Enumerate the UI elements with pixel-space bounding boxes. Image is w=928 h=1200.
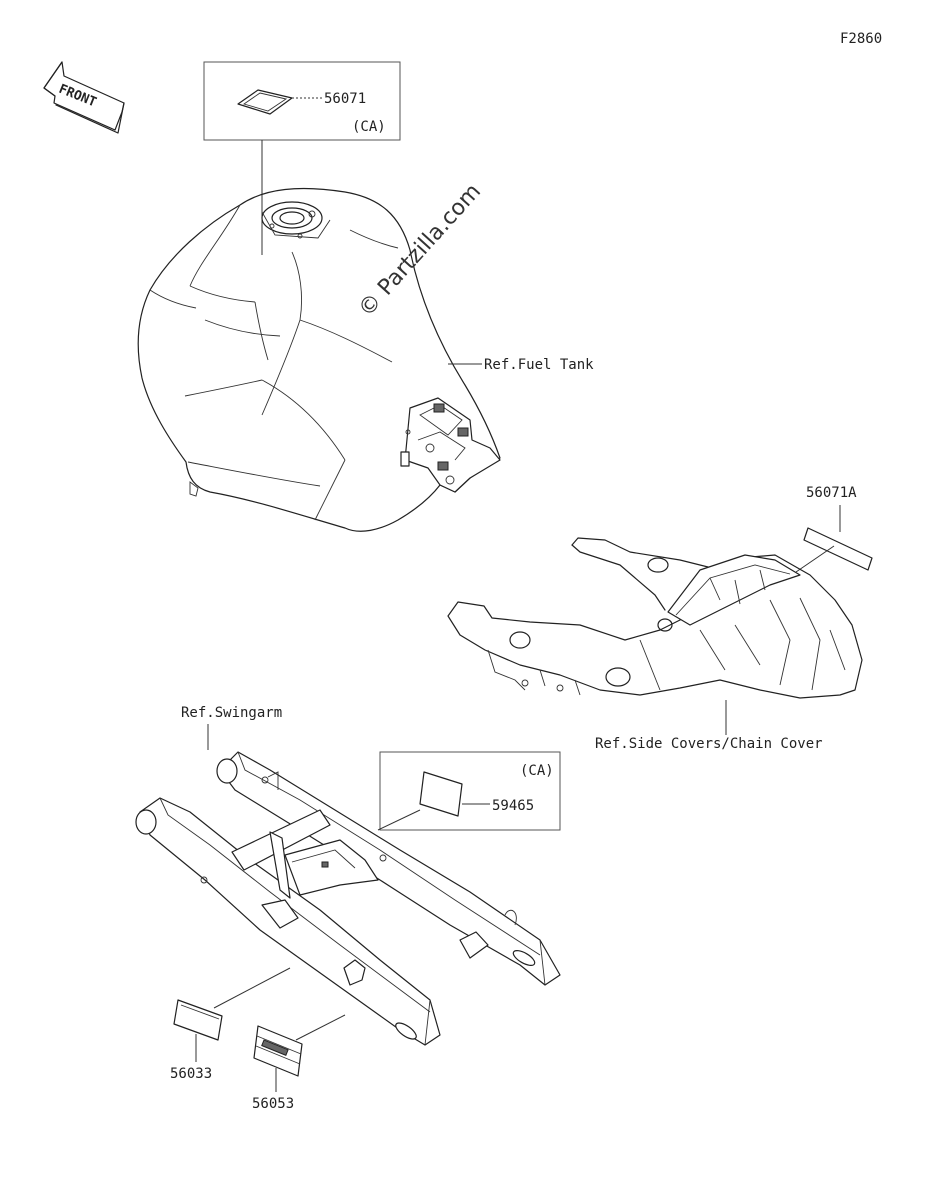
ref-swingarm: Ref.Swingarm (181, 705, 282, 721)
part-59465: 59465 (492, 798, 534, 814)
part-56033: 56033 (170, 1066, 212, 1082)
ref-fuel-tank: Ref.Fuel Tank (484, 357, 594, 373)
side-covers-drawing (447, 537, 863, 735)
ref-side-covers: Ref.Side Covers/Chain Cover (595, 736, 823, 752)
swingarm-drawing (135, 751, 561, 1046)
part-56053: 56053 (252, 1096, 294, 1112)
label-59465-icon (419, 771, 463, 817)
front-arrow-icon: FRONT (43, 61, 125, 134)
callout-box-56071 (203, 61, 401, 141)
callout-box-59465 (379, 751, 561, 831)
label-56071a-icon (803, 527, 873, 571)
part-59465-region: (CA) (520, 763, 554, 779)
label-56033-icon (173, 999, 223, 1041)
part-56071a: 56071A (806, 485, 857, 501)
part-56071-region: (CA) (352, 119, 386, 135)
diagram-code: F2860 (840, 31, 882, 47)
part-56071: 56071 (324, 91, 366, 107)
fuel-tank-drawing (137, 187, 501, 532)
